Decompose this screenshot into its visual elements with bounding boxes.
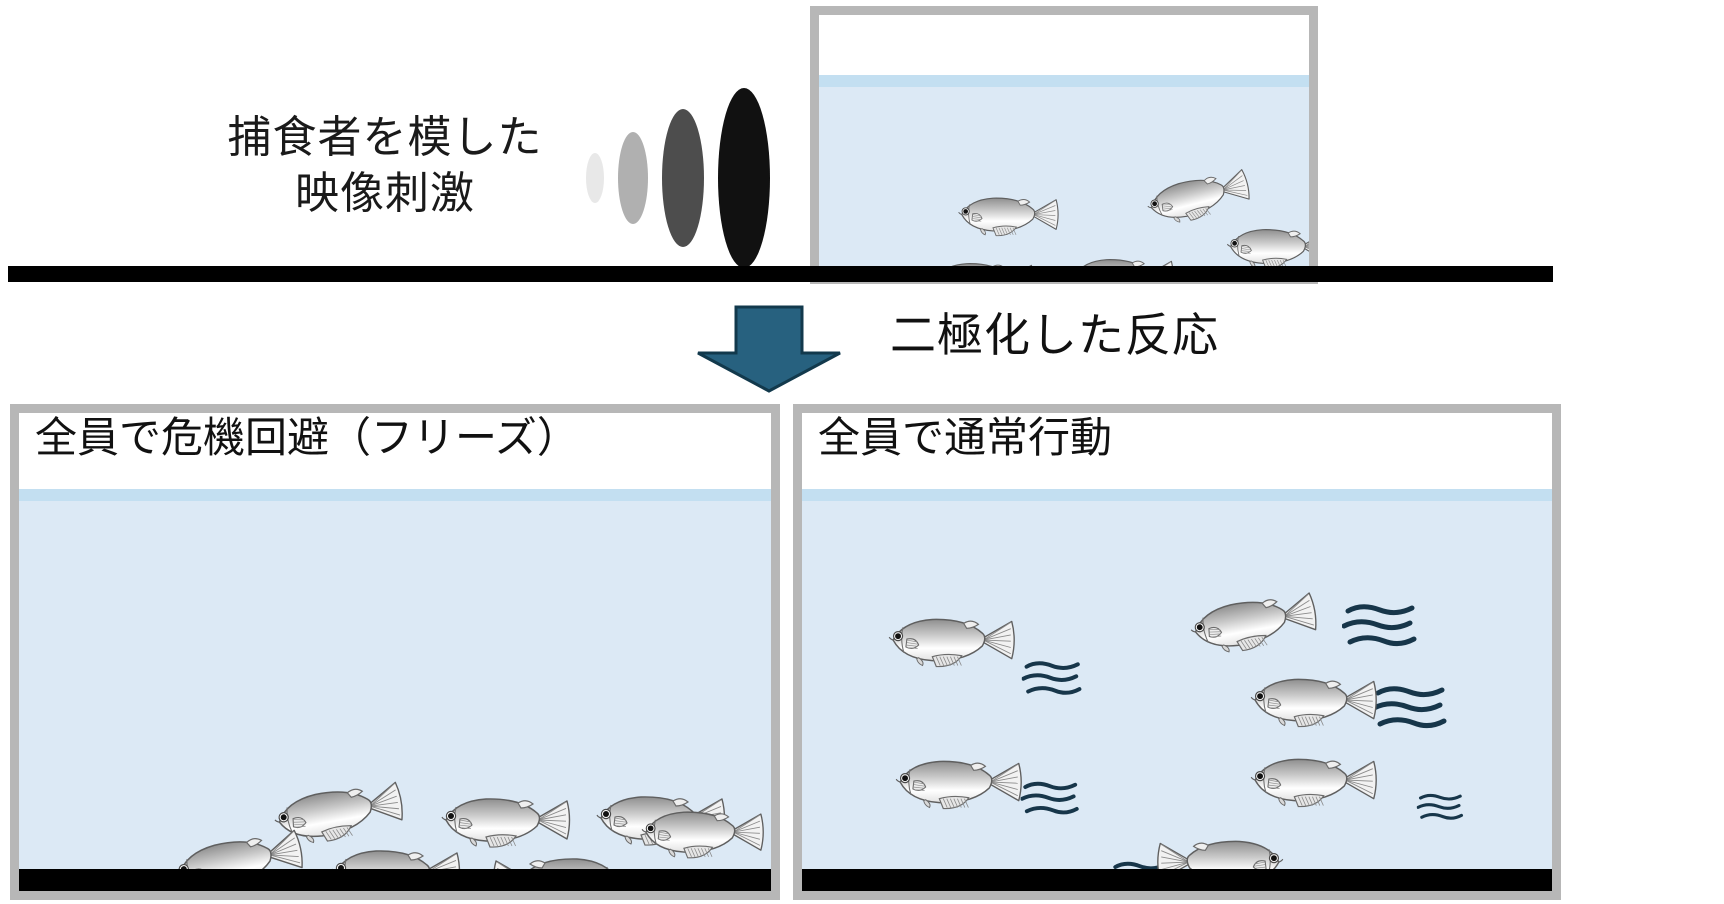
tank-air-space: 全員で危機回避（フリーズ）	[19, 413, 771, 489]
fish	[434, 789, 574, 856]
tank-water	[19, 501, 771, 891]
tank-water	[819, 87, 1309, 275]
freeze-response-tank: 全員で危機回避（フリーズ）	[10, 404, 780, 900]
looming-ellipse-3	[662, 108, 704, 247]
normal-panel-label: 全員で通常行動	[818, 414, 1113, 461]
transition-label: 二極化した反応	[890, 309, 1219, 361]
stimulus-label: 捕食者を模した 映像刺激	[227, 113, 543, 219]
looming-ellipse-4	[718, 87, 770, 268]
down-arrow-icon	[694, 305, 844, 393]
tank-air-space: 全員で通常行動	[802, 413, 1552, 489]
motion-lines-icon	[1020, 779, 1082, 823]
looming-ellipse-1	[586, 152, 604, 203]
fish	[1136, 159, 1258, 238]
top-baseline-bar	[8, 266, 1553, 282]
fish	[262, 769, 412, 859]
water-surface-line	[19, 489, 771, 501]
freeze-panel-label: 全員で危機回避（フリーズ）	[35, 414, 579, 461]
tank-air-space	[819, 15, 1309, 75]
looming-stimulus-group	[586, 80, 786, 275]
water-surface-line	[819, 75, 1309, 87]
motion-lines-icon	[1021, 659, 1084, 705]
stimulus-tank	[810, 6, 1318, 284]
fish	[1221, 222, 1309, 275]
looming-ellipse-2	[618, 131, 648, 224]
motion-lines-icon	[1416, 792, 1465, 827]
fish	[881, 610, 1018, 676]
tank-floor-bar	[19, 869, 771, 891]
tank-floor-bar	[802, 869, 1552, 891]
motion-lines-icon	[1371, 683, 1450, 740]
fish	[1179, 580, 1326, 668]
fish	[1243, 670, 1380, 736]
fish	[888, 752, 1025, 818]
water-surface-line	[802, 489, 1552, 501]
normal-behaviour-tank: 全員で通常行動	[793, 404, 1561, 900]
fish	[952, 190, 1061, 242]
fish	[1243, 750, 1380, 816]
tank-water	[802, 501, 1552, 891]
fish	[635, 803, 768, 867]
motion-lines-icon	[1341, 601, 1420, 658]
